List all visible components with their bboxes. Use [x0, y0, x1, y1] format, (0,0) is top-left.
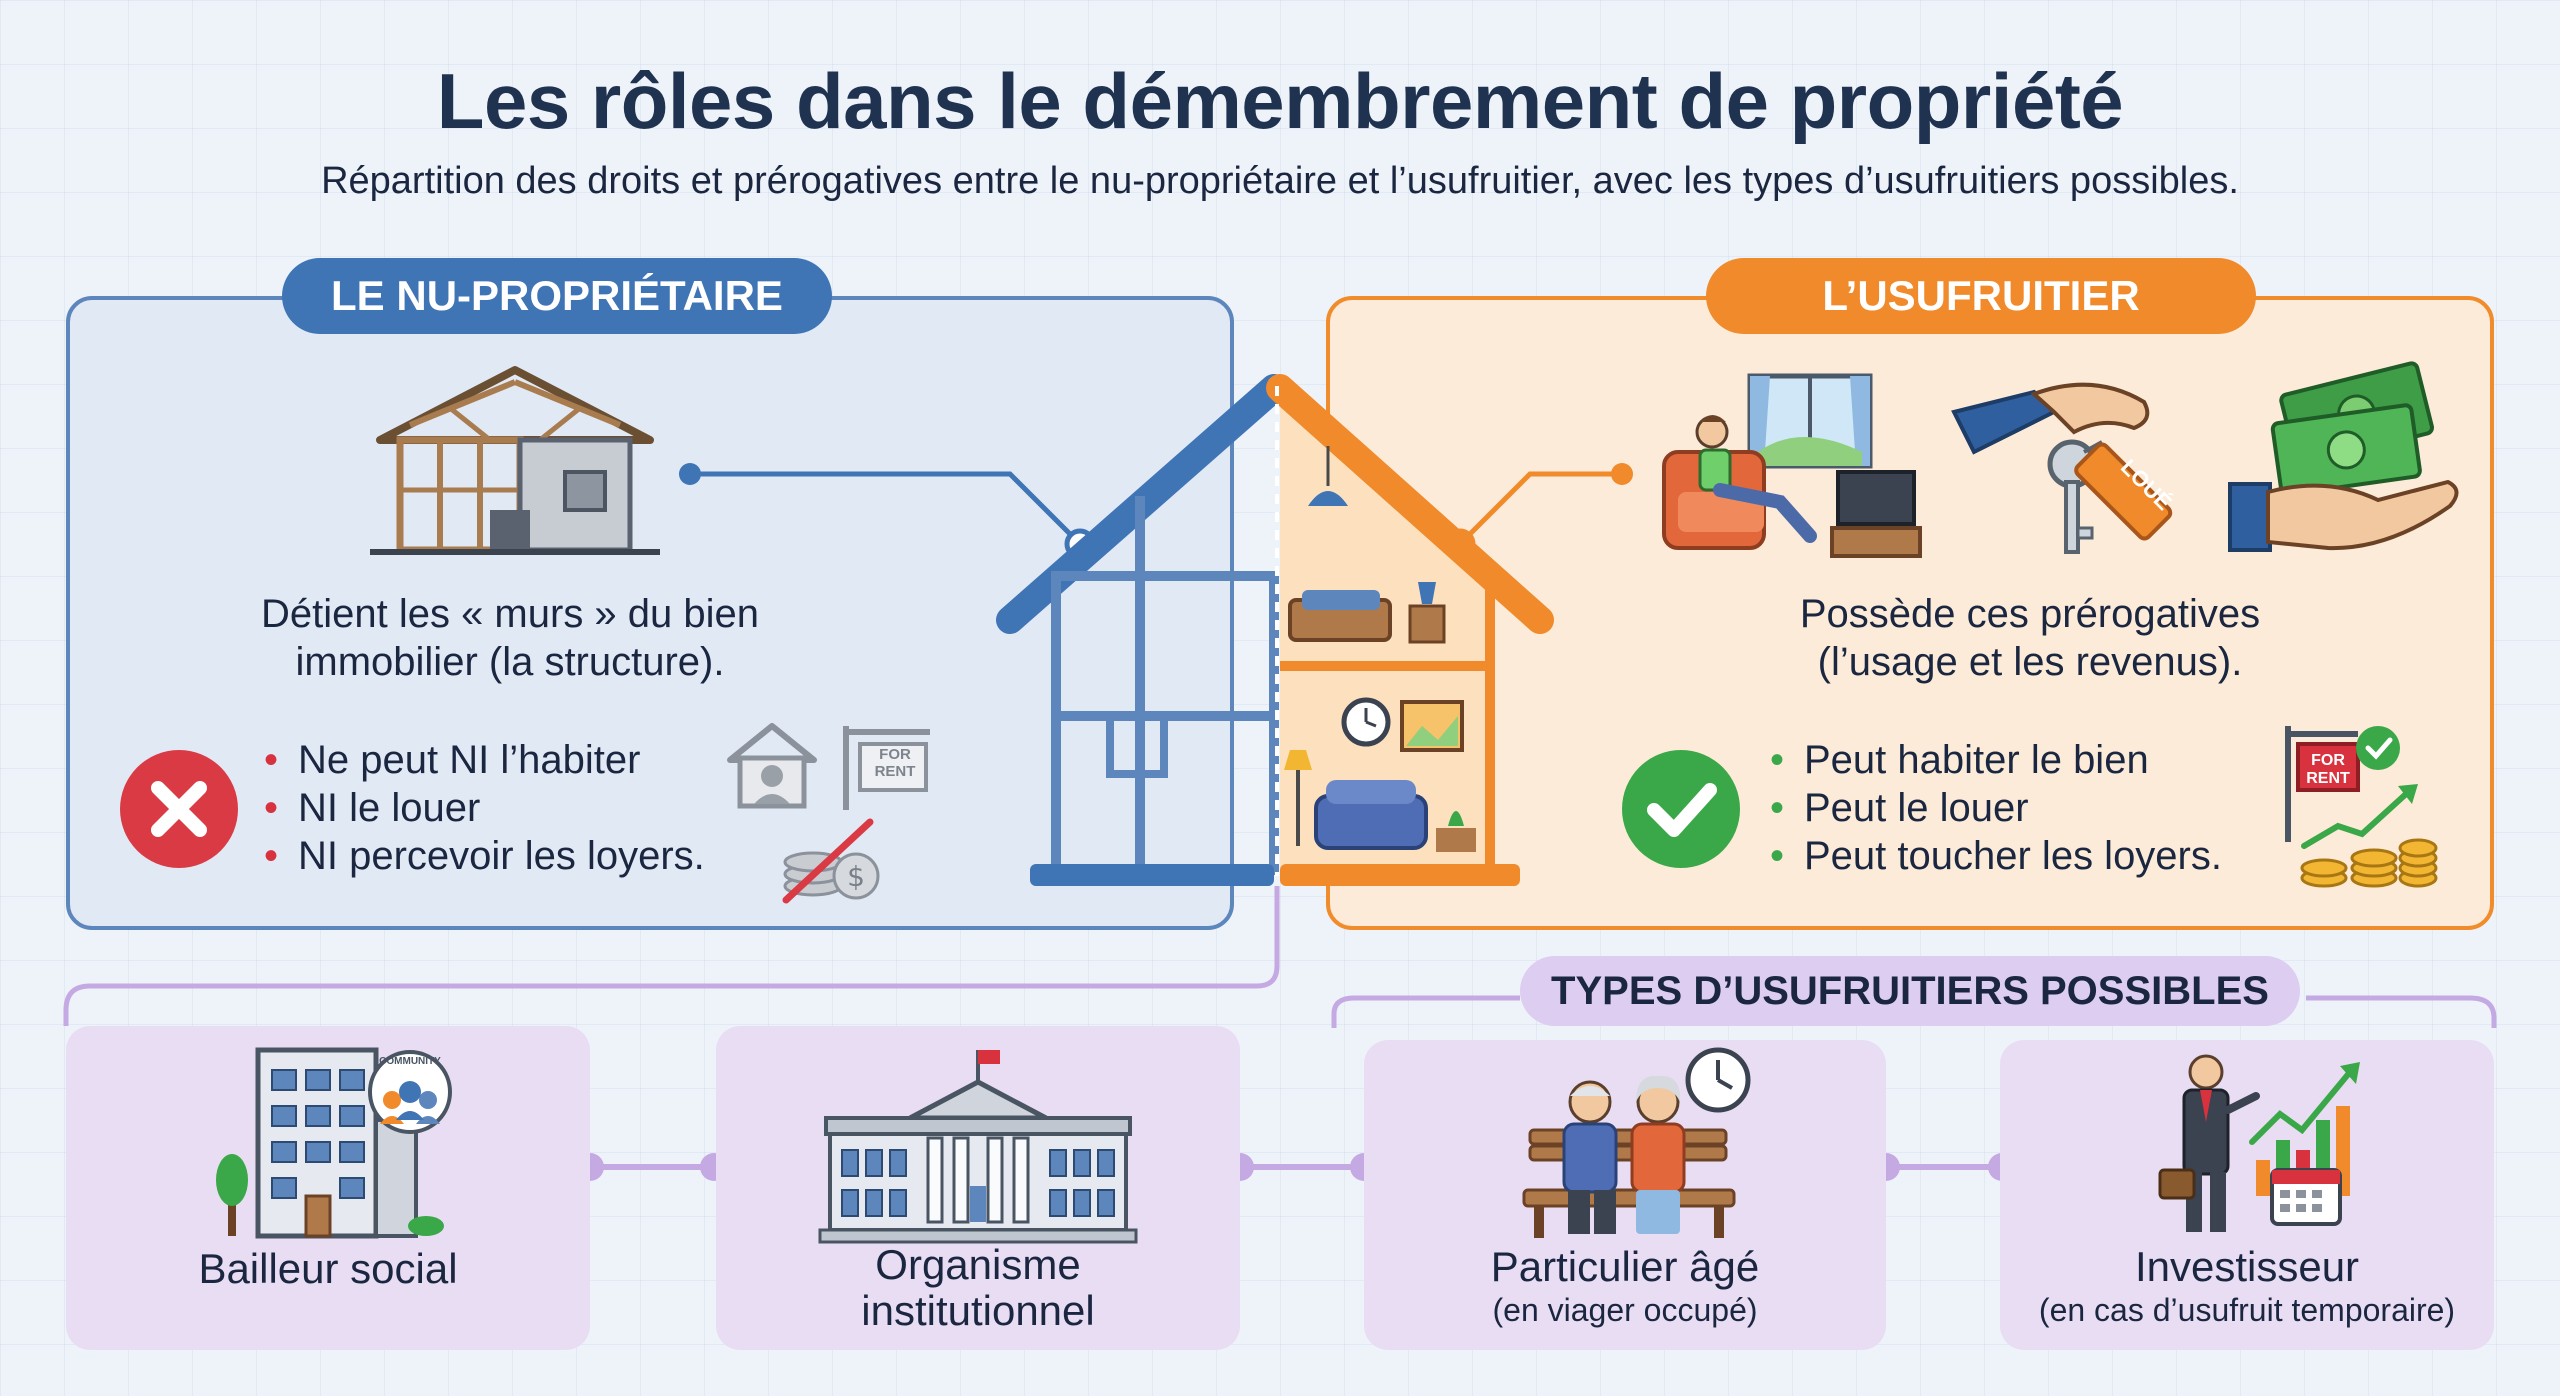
- institution-building-icon: [818, 1050, 1138, 1244]
- description-line: Possède ces prérogatives: [1799, 592, 2261, 636]
- description-line: (l’usage et les revenus).: [1817, 640, 2243, 684]
- nu-proprietaire-description: Détient les « murs » du bien immobilier …: [180, 590, 840, 686]
- for-rent-sign-label: FOR RENT: [2306, 752, 2350, 787]
- usufruitier-description: Possède ces prérogatives (l’usage et les…: [1700, 590, 2360, 686]
- apartment-building-icon: [216, 1047, 452, 1239]
- type-label: Investisseur: [2134, 1243, 2360, 1290]
- type-sublabel: (en viager occupé): [1492, 1292, 1758, 1328]
- elderly-couple-icon: [1522, 1075, 1736, 1238]
- usufruitier-rights: Peut habiter le bien Peut le louer Peut …: [1770, 736, 2222, 880]
- house-frame-icon: [370, 366, 660, 555]
- types-bracket: [1331, 995, 2497, 1028]
- type-card-organisme-institutionnel: Organisme institutionnel: [716, 1026, 1240, 1350]
- type-label: Bailleur social: [198, 1245, 458, 1292]
- list-item: Peut habiter le bien: [1770, 736, 2222, 784]
- card-connector: [1886, 1164, 2000, 1170]
- type-card-bailleur-social: COMMUNITY Bailleur social: [66, 1026, 590, 1350]
- types-badge: TYPES D’USUFRUITIERS POSSIBLES: [1520, 956, 2300, 1026]
- nu-proprietaire-restrictions: Ne peut NI l’habiter NI le louer NI perc…: [264, 736, 705, 880]
- nu-proprietaire-badge: LE NU-PROPRIÉTAIRE: [282, 258, 832, 334]
- type-label: Organisme institutionnel: [861, 1241, 1095, 1334]
- description-line: Détient les « murs » du bien: [260, 592, 760, 636]
- type-card-particulier-age: Particulier âgé (en viager occupé): [1364, 1040, 1886, 1350]
- description-line: immobilier (la structure).: [295, 640, 725, 684]
- list-item: NI percevoir les loyers.: [264, 832, 705, 880]
- for-rent-sign-icon: [843, 726, 930, 810]
- key-handover-icon: [1951, 382, 2173, 554]
- list-item: Peut le louer: [1770, 784, 2222, 832]
- for-rent-sign-label: FOR RENT: [874, 746, 916, 780]
- list-item: Ne peut NI l’habiter: [264, 736, 705, 784]
- money-in-hand-icon: [2228, 361, 2459, 552]
- rent-growth-icon: [2285, 726, 2438, 888]
- usufruitier-badge: L’USUFRUITIER: [1706, 258, 2256, 334]
- community-badge-text: COMMUNITY: [379, 1056, 441, 1067]
- type-sublabel: (en cas d’usufruit temporaire): [2038, 1292, 2456, 1328]
- split-house-illustration: [63, 374, 1633, 1026]
- type-card-investisseur: Investisseur (en cas d’usufruit temporai…: [2000, 1040, 2494, 1350]
- house-person-icon: [727, 723, 817, 809]
- check-icon: [1622, 750, 1740, 868]
- coins-crossed-icon: $: [782, 818, 880, 904]
- investor-chart-icon: [2158, 1054, 2360, 1232]
- list-item: NI le louer: [264, 784, 705, 832]
- card-connector: [1240, 1164, 1364, 1170]
- svg-text:$: $: [847, 860, 865, 893]
- cross-icon: [120, 750, 238, 868]
- page-title: Les rôles dans le démembrement de propri…: [436, 57, 2124, 145]
- list-item: Peut toucher les loyers.: [1770, 832, 2222, 880]
- relaxing-at-home-icon: [1662, 373, 1922, 558]
- type-label: Particulier âgé: [1490, 1243, 1760, 1290]
- page-subtitle: Répartition des droits et prérogatives e…: [321, 160, 2239, 202]
- clock-icon: [1685, 1047, 1751, 1113]
- card-connector: [590, 1164, 716, 1170]
